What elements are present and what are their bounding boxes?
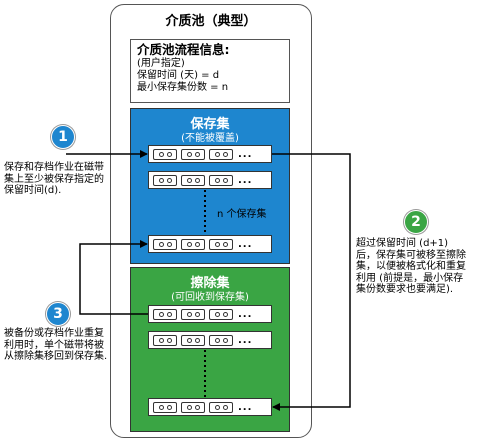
- tape-row: ...: [148, 398, 272, 416]
- tape-cartridge-icon: [181, 148, 205, 160]
- tape-cartridge-icon: [181, 174, 205, 186]
- save-set-subtitle: (不能被覆盖): [181, 133, 239, 144]
- tape-row: ...: [148, 235, 272, 253]
- tape-cartridge-icon: [209, 334, 233, 346]
- arrow-step-3: [79, 240, 148, 315]
- more-tapes: ...: [238, 148, 253, 160]
- tape-cartridge-icon: [181, 238, 205, 250]
- arrow-step-2: [272, 153, 351, 411]
- n-save-sets-label: n 个保存集: [217, 209, 267, 220]
- tape-cartridge-icon: [209, 308, 233, 320]
- tape-row: ...: [148, 331, 272, 349]
- tape-cartridge-icon: [209, 401, 233, 413]
- save-set-title: 保存集: [190, 117, 230, 132]
- info-line-user: (用户指定): [137, 58, 185, 69]
- tape-cartridge-icon: [181, 334, 205, 346]
- tape-row: ...: [148, 305, 272, 323]
- tape-row: ...: [148, 171, 272, 189]
- more-tapes: ...: [238, 334, 253, 346]
- tape-cartridge-icon: [153, 174, 177, 186]
- tape-row: ...: [148, 145, 272, 163]
- tape-cartridge-icon: [153, 401, 177, 413]
- step-2-badge: 2: [404, 210, 428, 234]
- step-2-text: 超过保留时间 (d+1) 后，保存集可被移至擦除集，以便被格式化和重复利用 (前…: [356, 238, 466, 295]
- tape-cartridge-icon: [209, 148, 233, 160]
- step-1-badge: 1: [51, 125, 75, 149]
- tape-cartridge-icon: [153, 334, 177, 346]
- info-title: 介质池流程信息:: [137, 42, 230, 57]
- scratch-set-title: 擦除集: [190, 276, 230, 291]
- tape-cartridge-icon: [209, 238, 233, 250]
- more-tapes: ...: [238, 308, 253, 320]
- info-line-retention: 保留时间 (天) = d: [137, 70, 220, 81]
- more-tapes: ...: [238, 174, 253, 186]
- step-3-badge: 3: [46, 302, 70, 326]
- tape-cartridge-icon: [181, 401, 205, 413]
- tape-cartridge-icon: [181, 308, 205, 320]
- pool-info-box: 介质池流程信息: (用户指定) 保留时间 (天) = d 最小保存集份数 = n: [130, 39, 290, 103]
- tape-cartridge-icon: [153, 238, 177, 250]
- info-line-min-sets: 最小保存集份数 = n: [137, 82, 229, 93]
- tape-cartridge-icon: [209, 174, 233, 186]
- pool-title: 介质池（典型）: [165, 14, 257, 29]
- more-tapes: ...: [238, 238, 253, 250]
- tape-cartridge-icon: [153, 148, 177, 160]
- tape-cartridge-icon: [153, 308, 177, 320]
- step-3-text: 被备份或存档作业重复利用时，单个磁带将被从擦除集移回到保存集.: [4, 328, 108, 362]
- scratch-set-subtitle: (可回收到保存集): [171, 292, 249, 303]
- more-tapes: ...: [238, 401, 253, 413]
- step-1-text: 保存和存档作业在磁带集上至少被保存指定的保留时间(d).: [4, 162, 104, 196]
